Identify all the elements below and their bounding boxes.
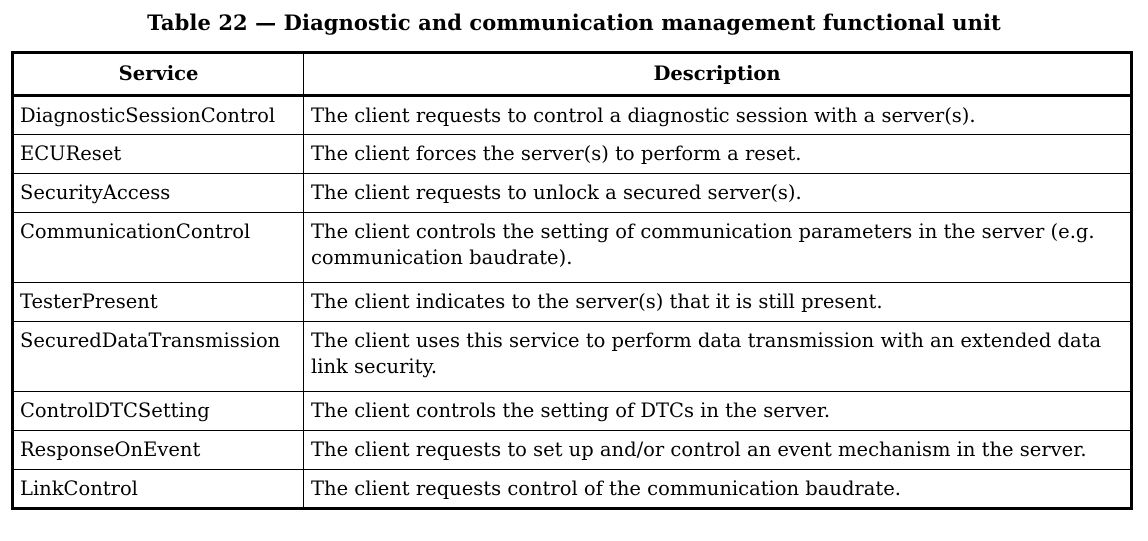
table-row: DiagnosticSessionControl The client requ…: [12, 95, 1132, 135]
description-cell: The client requests to control a diagnos…: [303, 95, 1132, 135]
description-cell: The client requests control of the commu…: [303, 469, 1132, 509]
service-cell: CommunicationControl: [12, 212, 304, 283]
header-service: Service: [12, 52, 304, 97]
service-cell: ResponseOnEvent: [12, 430, 304, 470]
description-cell: The client indicates to the server(s) th…: [303, 282, 1132, 322]
description-cell: The client requests to set up and/or con…: [303, 430, 1132, 470]
table-row: ControlDTCSetting The client controls th…: [12, 391, 1132, 431]
service-cell: SecurityAccess: [12, 173, 304, 213]
functional-unit-table: Service Description DiagnosticSessionCon…: [11, 51, 1133, 510]
table-header-row: Service Description: [12, 52, 1132, 97]
service-cell: TesterPresent: [12, 282, 304, 322]
table-row: ResponseOnEvent The client requests to s…: [12, 430, 1132, 470]
service-cell: ControlDTCSetting: [12, 391, 304, 431]
table-row: CommunicationControl The client controls…: [12, 212, 1132, 283]
table-row: LinkControl The client requests control …: [12, 469, 1132, 509]
service-cell: SecuredDataTransmission: [12, 321, 304, 392]
table-row: SecuredDataTransmission The client uses …: [12, 321, 1132, 392]
table-caption: Table 22 — Diagnostic and communication …: [147, 10, 1001, 35]
service-cell: ECUReset: [12, 134, 304, 174]
service-cell: DiagnosticSessionControl: [12, 95, 304, 135]
service-cell: LinkControl: [12, 469, 304, 509]
header-description: Description: [303, 52, 1132, 97]
table-row: SecurityAccess The client requests to un…: [12, 173, 1132, 213]
table-row: ECUReset The client forces the server(s)…: [12, 134, 1132, 174]
description-cell: The client requests to unlock a secured …: [303, 173, 1132, 213]
description-cell: The client controls the setting of DTCs …: [303, 391, 1132, 431]
table-row: TesterPresent The client indicates to th…: [12, 282, 1132, 322]
description-cell: The client forces the server(s) to perfo…: [303, 134, 1132, 174]
description-cell: The client controls the setting of commu…: [303, 212, 1132, 283]
description-cell: The client uses this service to perform …: [303, 321, 1132, 392]
